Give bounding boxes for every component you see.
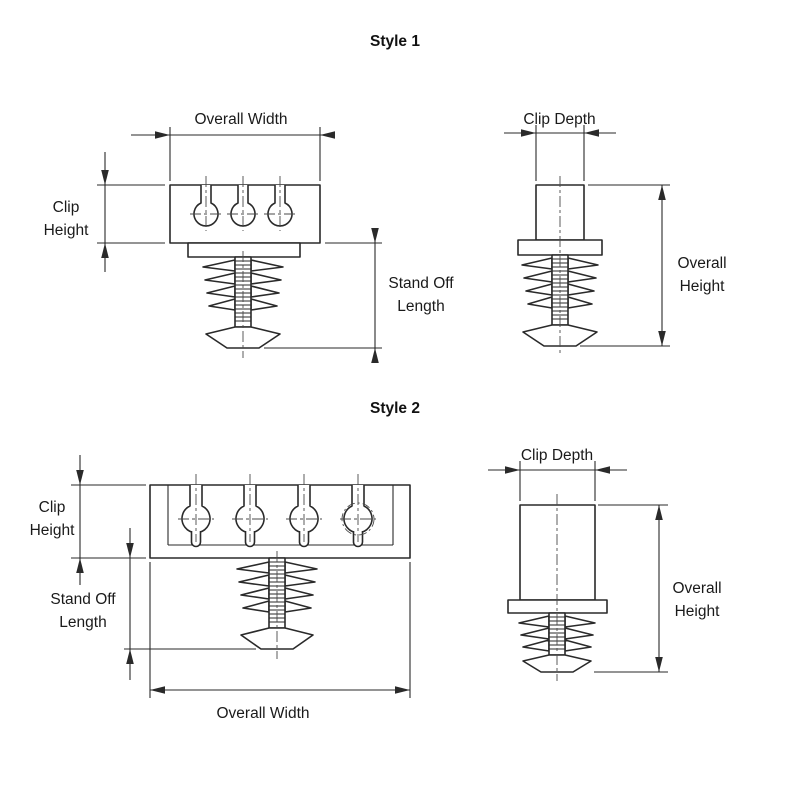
style2-front-view-drawing [71,455,411,698]
style2-side-view-drawing [488,461,668,681]
style1-overall-width-label: Overall Width [194,111,288,128]
style2-standoff-dimension [124,528,256,680]
style2-stem-fins [236,561,318,613]
style2-side-base-plate [507,599,608,614]
style2-side-stem-fins [518,615,596,652]
style1-standoff-dimension [264,228,382,363]
style1-front-view-drawing [97,127,382,363]
style2-standoff-length-label: Stand Off Length [50,591,116,631]
style1-side-stem-tip [522,324,598,347]
style1-clip-depth-label: Clip Depth [523,111,596,128]
style2-side-clip-body [519,504,596,601]
style1-standoff-length-label: Stand Off Length [388,275,454,315]
style2-slot-channels [190,531,364,548]
style2-front-centerlines [178,474,376,659]
style2-overall-width-label: Overall Width [216,705,310,722]
style1-clip-height-label: Clip Height [43,199,89,239]
style2-inner-walls [167,485,394,545]
style1-clip-depth-dimension [504,125,616,181]
style1-base-plate [187,242,301,258]
style2-clip-height-label: Clip Height [29,499,75,539]
style1-overall-width-dimension [131,127,335,181]
style2-overall-height-dimension [594,504,668,673]
style1-overall-height-label: Overall Height [677,255,727,295]
style2-title: Style 2 [370,400,420,417]
style2-clip-height-dimension [71,455,146,585]
style2-overall-height-label: Overall Height [672,580,722,620]
style1-side-stem-fins [521,257,599,309]
style1-overall-height-dimension [580,184,670,347]
style1-side-view-drawing [504,125,670,356]
style1-front-centerlines [190,176,296,358]
style1-stem-fins [202,259,284,311]
style1-title: Style 1 [370,33,420,50]
style1-clip-height-dimension [97,152,165,272]
style2-clip-depth-label: Clip Depth [520,447,594,464]
style2-clip-depth-dimension [488,461,627,501]
style2-overall-width-dimension [149,562,411,698]
